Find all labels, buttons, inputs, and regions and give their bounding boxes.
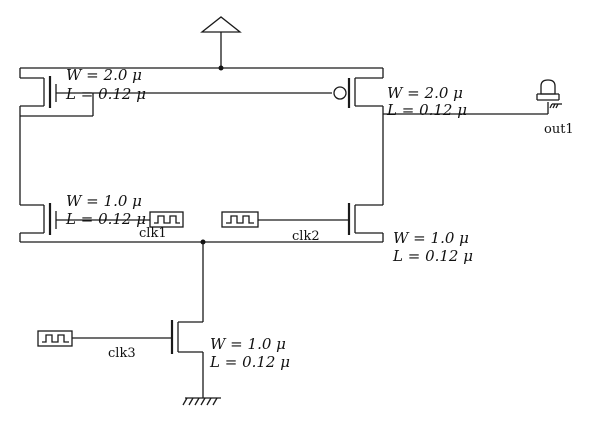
clk3-label: clk3 (108, 346, 136, 361)
clk2-source-icon (221, 211, 259, 228)
pmos-left-w-label: W = 2.0 μ (66, 66, 142, 84)
nmos-right-l-label: L = 0.12 μ (392, 247, 473, 265)
ground-icon (182, 397, 221, 406)
vdd-supply-symbol (200, 16, 242, 71)
clk3-source-icon (37, 330, 73, 347)
nmos-bottom-l-label: L = 0.12 μ (209, 353, 290, 371)
pmos-right-transistor (333, 77, 384, 205)
top-rail (19, 67, 384, 78)
output-wire (383, 102, 549, 115)
nmos-left-l-label: L = 0.12 μ (65, 210, 146, 228)
clk1-label: clk1 (139, 226, 167, 241)
pmos-left-l-label: L = 0.12 μ (65, 85, 146, 103)
bottom-rail (20, 239, 383, 322)
clk2-label: clk2 (292, 229, 320, 244)
nmos-left-w-label: W = 1.0 μ (66, 192, 142, 210)
nmos-right-transistor (258, 203, 384, 242)
nmos-left-transistor (19, 203, 150, 242)
pmos-right-w-label: W = 2.0 μ (387, 84, 463, 102)
pmos-left-transistor (19, 76, 332, 117)
nmos-bottom-w-label: W = 1.0 μ (210, 335, 286, 353)
nmos-right-w-label: W = 1.0 μ (393, 229, 469, 247)
out1-probe-icon (536, 79, 562, 109)
pmos-right-l-label: L = 0.12 μ (386, 101, 467, 119)
nmos-bottom-transistor (72, 320, 204, 398)
out1-label: out1 (544, 122, 574, 137)
clk1-source-icon (149, 211, 184, 228)
